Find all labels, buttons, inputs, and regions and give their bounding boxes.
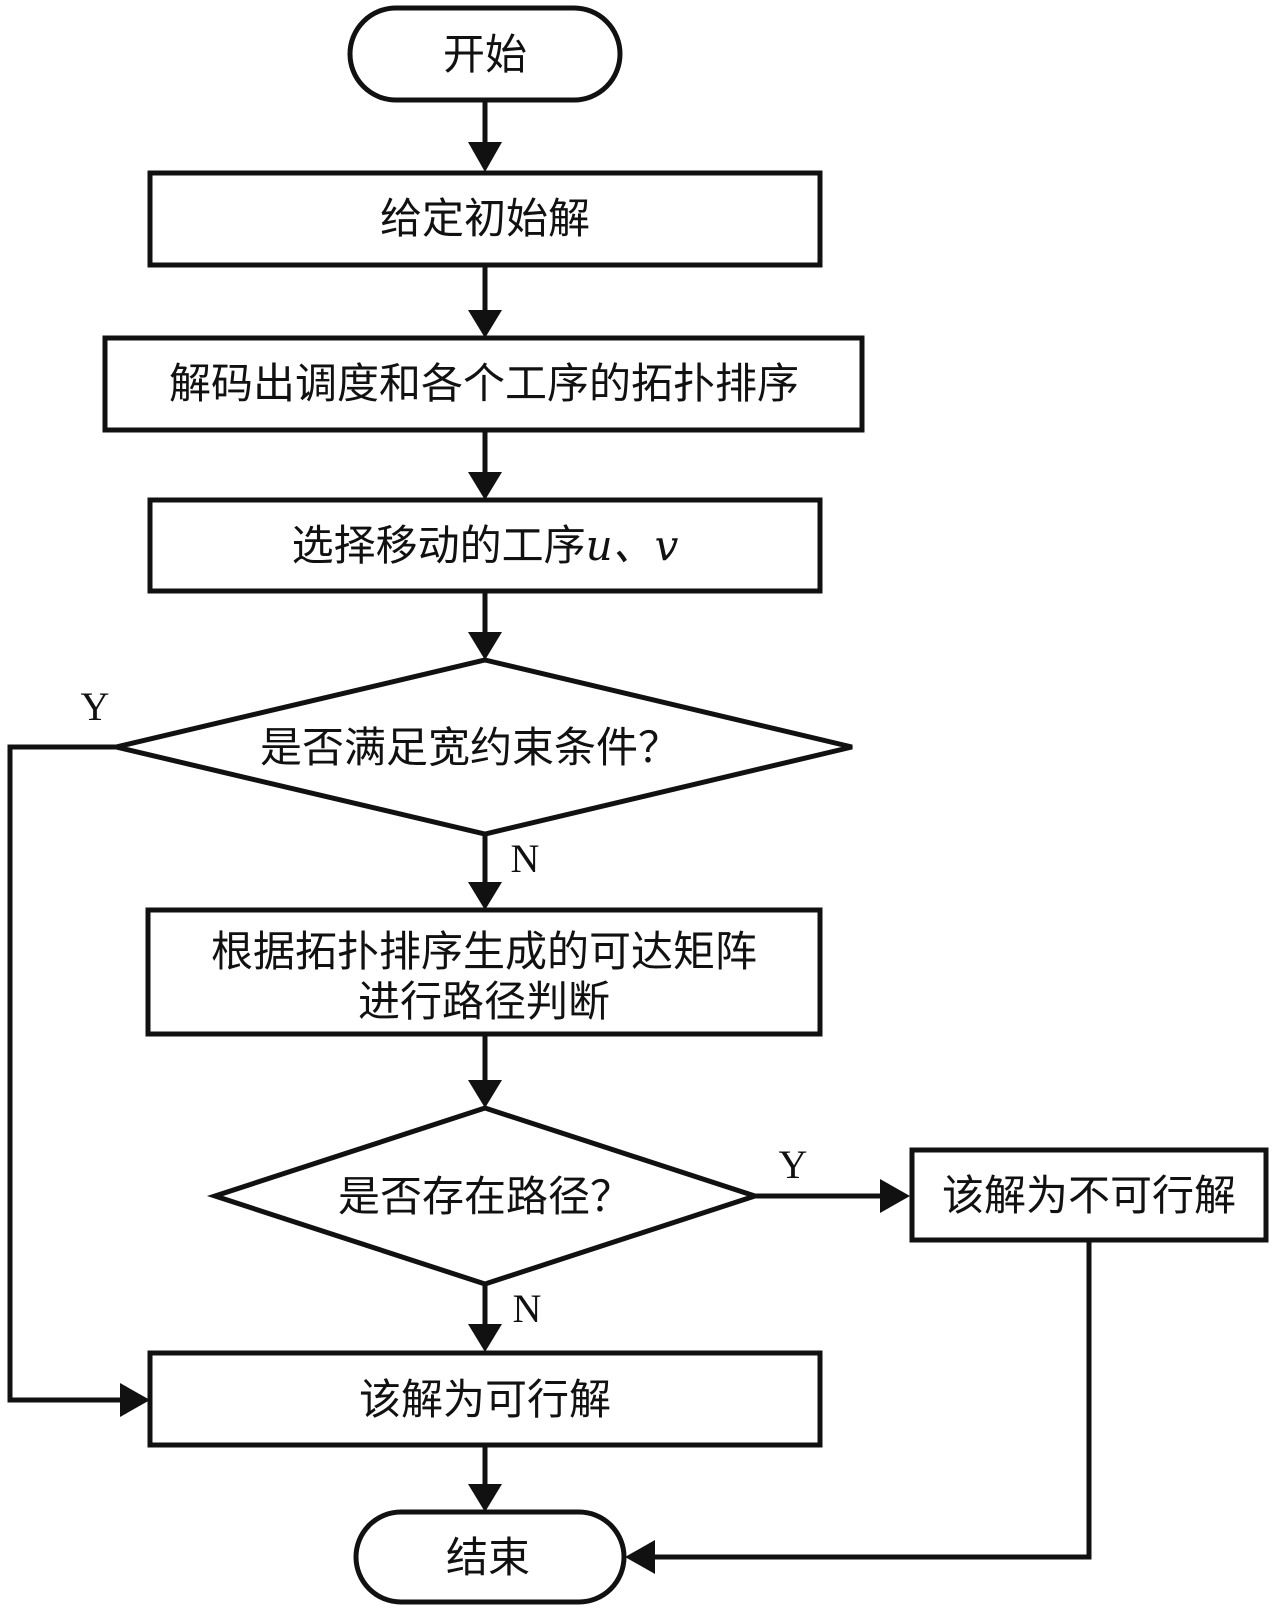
cond2-label: 是否存在路径？ [338,1172,632,1221]
init-box [147,170,823,268]
infeasible-box [909,1147,1269,1243]
cond2-no-label: N [513,1286,542,1331]
end-terminal [353,1509,627,1605]
feasible-label: 该解为可行解 [359,1375,611,1424]
infeasible-label: 该解为不可行解 [942,1171,1236,1220]
end-label: 结束 [446,1533,530,1582]
edge-cond1-yes [7,744,130,1403]
reachability-box [145,907,823,1037]
start-label: 开始 [443,30,527,79]
init-label: 给定初始解 [380,194,590,243]
select-box [147,497,823,594]
reach-label-line2: 进行路径判断 [358,977,610,1026]
select-text: 选择移动的工序 [292,521,586,570]
feasible-box [147,1350,823,1448]
arrowhead [468,1324,502,1352]
cond1-yes-label: Y [81,684,110,729]
cond1-label: 是否满足宽约束条件？ [260,723,680,772]
arrowhead [468,310,502,338]
reach-label-line1: 根据拓扑排序生成的可达矩阵 [211,927,757,976]
arrowhead [880,1179,910,1213]
arrowhead [468,882,502,910]
arrowhead [625,1540,655,1574]
arrowhead [468,632,502,660]
select-label: 选择移动的工序u、v [292,521,679,570]
edge-infeasible-end [645,1240,1092,1560]
cond2-yes-label: Y [779,1142,808,1187]
arrowhead [468,472,502,500]
arrowhead [468,1080,502,1108]
decode-label: 解码出调度和各个工序的拓扑排序 [169,359,799,408]
cond1-no-label: N [511,836,540,881]
arrowhead [468,1484,502,1512]
arrowhead [468,142,502,172]
arrowhead [120,1383,150,1417]
select-vars: u、v [586,521,679,570]
